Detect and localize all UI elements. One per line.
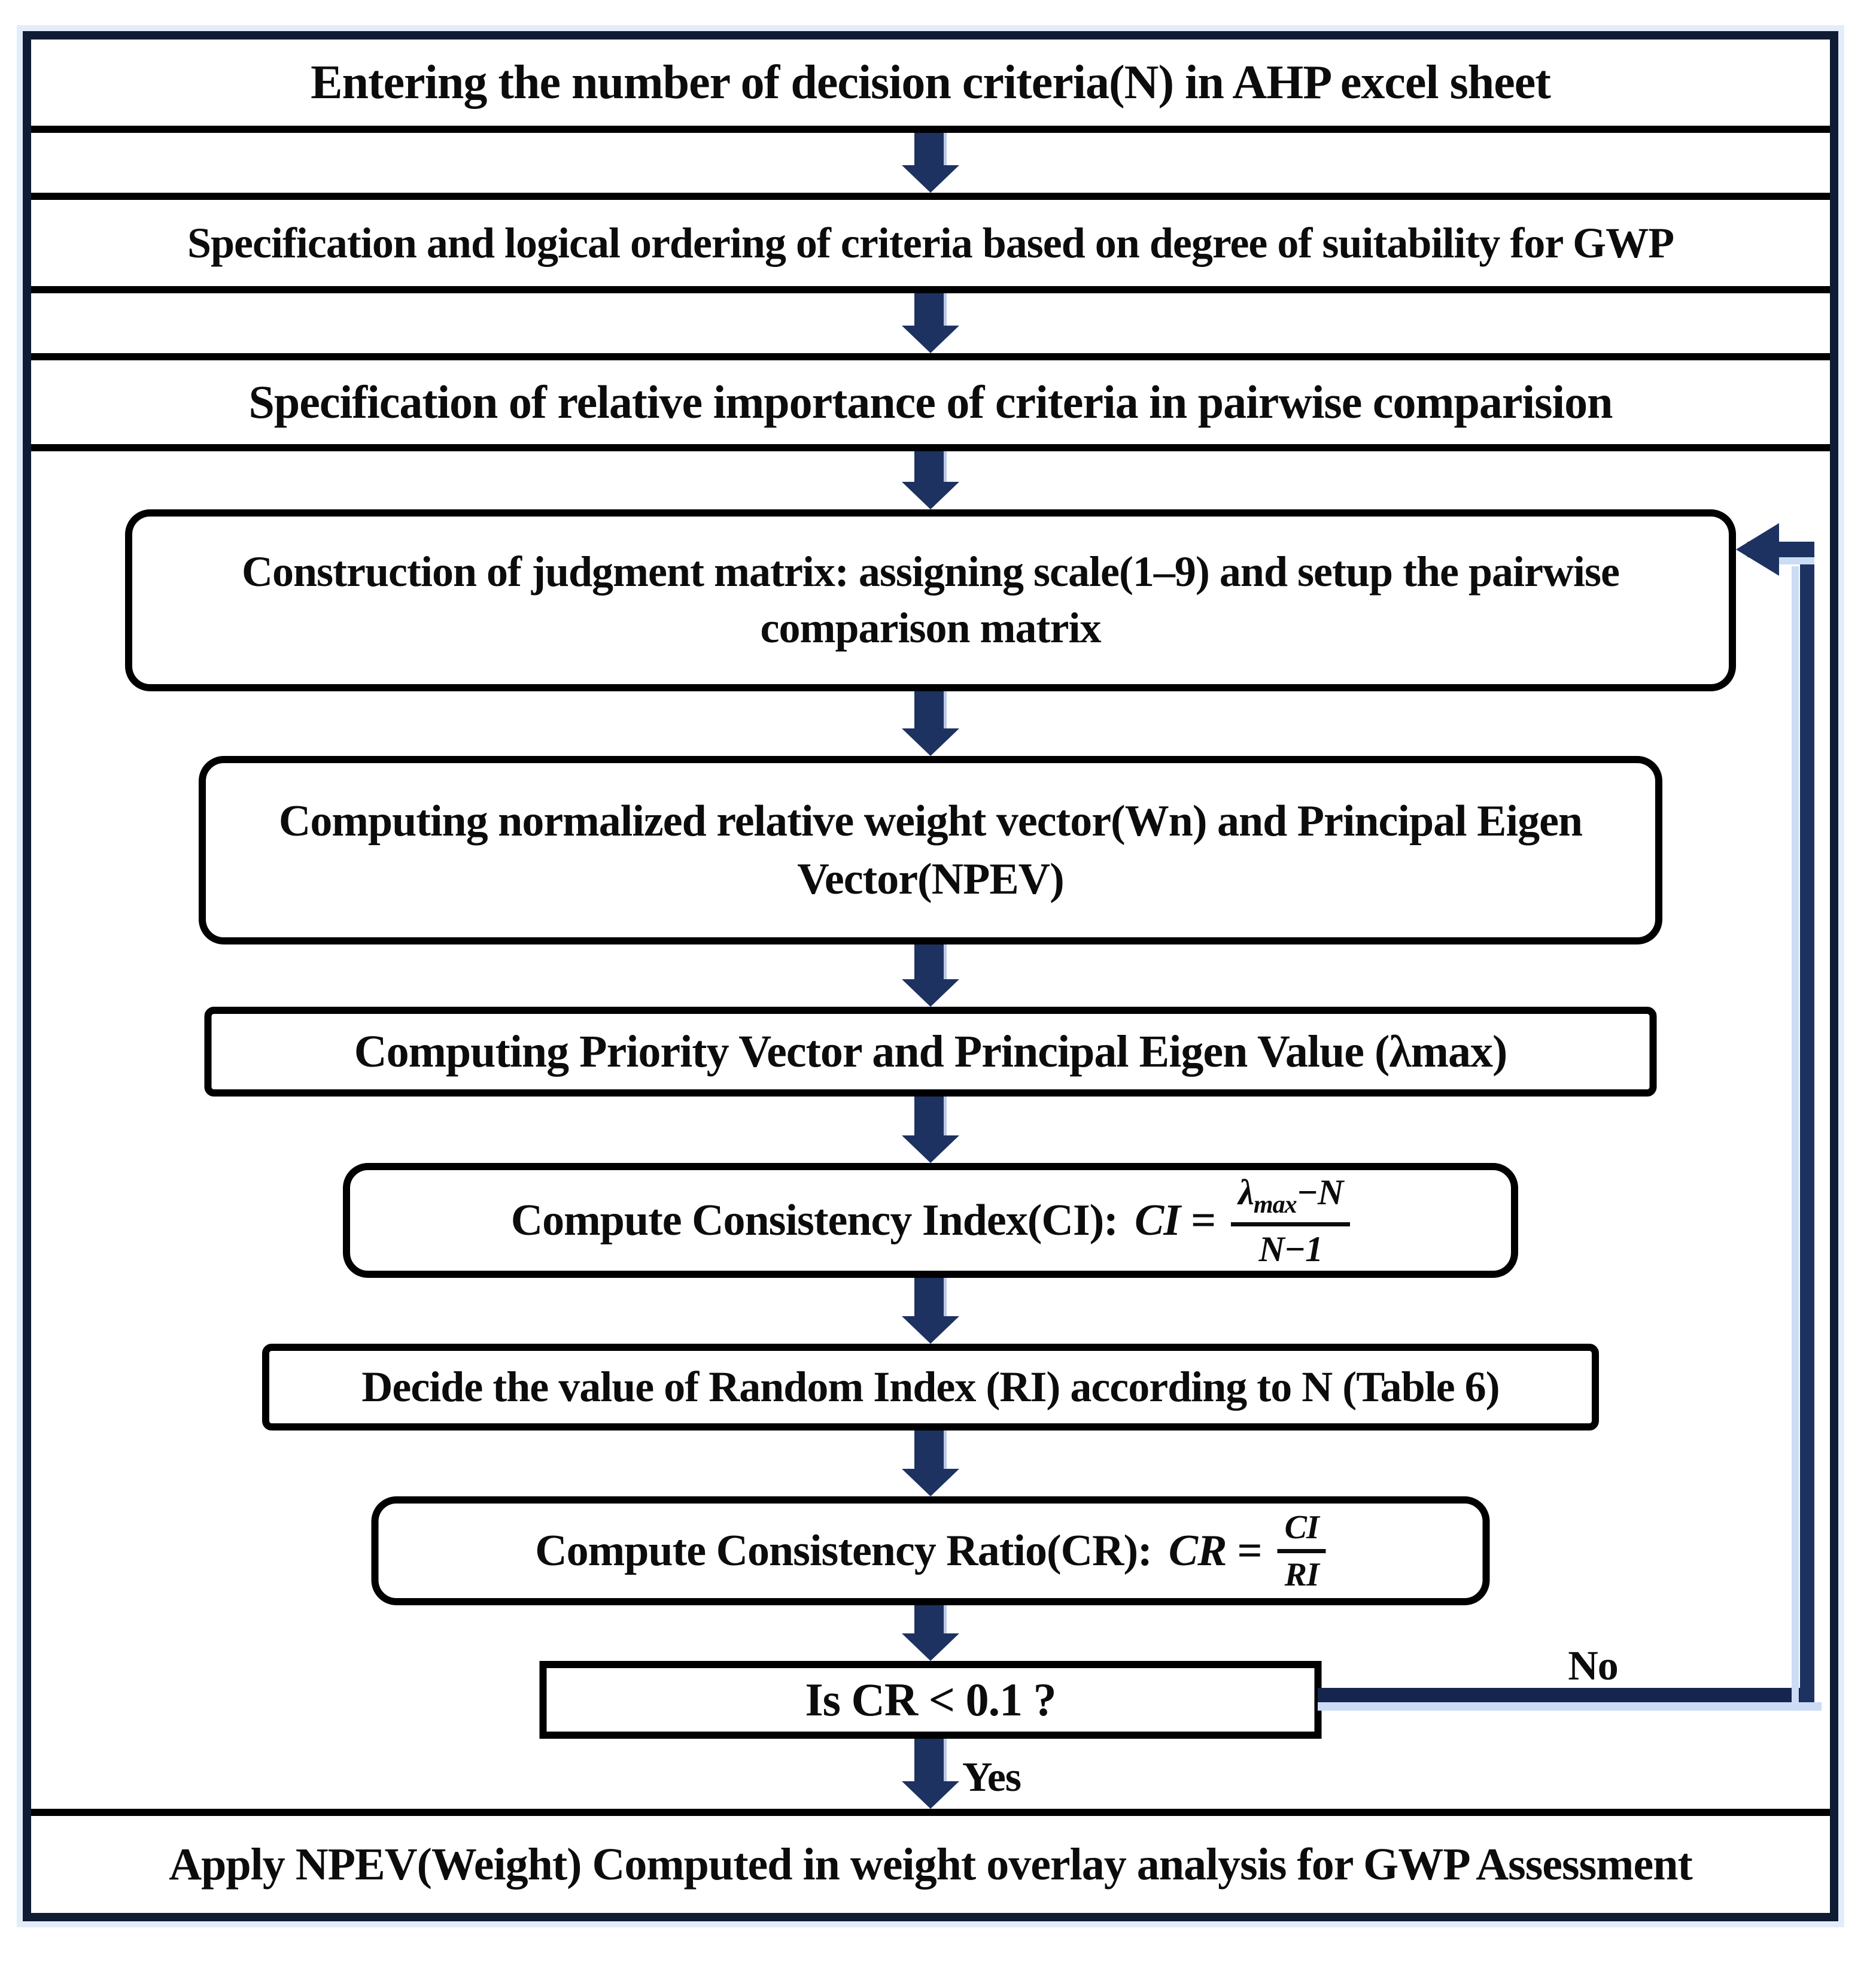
flow-box-judgment-matrix-line1: Construction of judgment matrix: assigni… — [241, 548, 1620, 596]
arrow-down-1 — [901, 133, 960, 193]
lambda-symbol: λ — [1238, 1172, 1254, 1212]
cr-fraction-numerator: CI — [1277, 1511, 1326, 1553]
no-loop-arrow-head-icon — [1736, 523, 1779, 576]
ci-fraction: λmax−N N−1 — [1231, 1172, 1351, 1269]
flow-decision-cr-check: Is CR < 0.1 ? — [539, 1661, 1322, 1739]
flow-box-weight-vector: Computing normalized relative weight vec… — [199, 756, 1662, 944]
arrow-down-4 — [901, 691, 960, 756]
no-loop-vertical-segment — [1800, 542, 1814, 1702]
flow-box-judgment-matrix: Construction of judgment matrix: assigni… — [125, 509, 1736, 691]
arrow-shaft — [914, 1431, 947, 1469]
flow-box-random-index: Decide the value of Random Index (RI) ac… — [262, 1344, 1599, 1431]
arrow-down-3 — [901, 451, 960, 509]
arrow-head-icon — [902, 1633, 959, 1661]
flow-step-specify-ordering: Specification and logical ordering of cr… — [31, 200, 1830, 286]
flow-step-relative-importance: Specification of relative importance of … — [31, 360, 1830, 444]
arrow-shaft — [914, 1278, 947, 1316]
arrow-shaft — [914, 133, 947, 165]
arrow-head-icon — [902, 1781, 959, 1809]
flow-box-weight-vector-line1: Computing normalized relative weight vec… — [278, 797, 1583, 846]
arrow-down-9 — [901, 1605, 960, 1661]
cr-formula: Compute Consistency Ratio(CR): CR = CI R… — [535, 1511, 1326, 1592]
yes-branch-label: Yes — [962, 1754, 1021, 1800]
arrow-head-icon — [902, 482, 959, 509]
arrow-shaft — [914, 1605, 947, 1633]
separator-line-6 — [31, 1809, 1830, 1816]
arrow-head-icon — [902, 979, 959, 1007]
separator-line-1 — [31, 126, 1830, 133]
arrow-shaft — [914, 451, 947, 482]
flow-box-judgment-matrix-line2: comparison matrix — [760, 604, 1102, 652]
arrow-head-icon — [902, 1469, 959, 1496]
flow-box-priority-vector: Computing Priority Vector and Principal … — [204, 1007, 1657, 1097]
flow-box-priority-vector-label: Computing Priority Vector and Principal … — [354, 1026, 1508, 1077]
cr-equals-sign: = — [1237, 1526, 1262, 1575]
flow-step-relative-importance-label: Specification of relative importance of … — [248, 376, 1613, 428]
arrow-shaft — [914, 1739, 947, 1781]
ci-formula-label: Compute Consistency Index(CI): — [510, 1195, 1118, 1245]
no-loop-bottom-highlight — [1318, 1702, 1822, 1711]
lambda-subscript: max — [1253, 1190, 1297, 1219]
ci-formula: Compute Consistency Index(CI): CI = λmax… — [511, 1174, 1351, 1267]
arrow-head-icon — [902, 728, 959, 756]
arrow-down-8 — [901, 1431, 960, 1496]
flow-step-enter-criteria-label: Entering the number of decision criteria… — [311, 56, 1551, 109]
flow-decision-cr-check-label: Is CR < 0.1 ? — [805, 1674, 1056, 1726]
arrow-down-7 — [901, 1278, 960, 1344]
flow-box-random-index-label: Decide the value of Random Index (RI) ac… — [361, 1363, 1500, 1411]
cr-variable: CR — [1168, 1526, 1227, 1575]
arrow-shaft — [914, 1097, 947, 1135]
arrow-shaft — [914, 293, 947, 326]
separator-line-4 — [31, 353, 1830, 360]
arrow-down-yes — [901, 1739, 960, 1809]
ci-equals-sign: = — [1191, 1195, 1216, 1245]
flow-step-enter-criteria: Entering the number of decision criteria… — [31, 40, 1830, 126]
separator-line-5 — [31, 444, 1830, 451]
arrow-head-icon — [902, 1135, 959, 1163]
arrow-head-icon — [902, 326, 959, 353]
flow-step-apply-npev-label: Apply NPEV(Weight) Computed in weight ov… — [169, 1839, 1693, 1890]
arrow-head-icon — [902, 165, 959, 193]
flow-step-specify-ordering-label: Specification and logical ordering of cr… — [187, 218, 1674, 267]
no-loop-top-highlight — [1778, 557, 1814, 564]
cr-fraction-denominator: RI — [1284, 1556, 1319, 1593]
arrow-shaft — [914, 691, 947, 728]
no-loop-bottom-segment — [1318, 1688, 1814, 1702]
flow-box-weight-vector-line2: Vector(NPEV) — [797, 854, 1065, 904]
arrow-down-2 — [901, 293, 960, 353]
no-branch-label: No — [1568, 1643, 1619, 1689]
separator-line-3 — [31, 286, 1830, 293]
ci-fraction-denominator: N−1 — [1258, 1229, 1323, 1269]
arrow-down-5 — [901, 944, 960, 1007]
flow-step-apply-npev: Apply NPEV(Weight) Computed in weight ov… — [31, 1816, 1830, 1913]
cr-formula-label: Compute Consistency Ratio(CR): — [535, 1526, 1153, 1575]
flowchart-outer-frame: Entering the number of decision criteria… — [23, 31, 1838, 1921]
no-loop-vertical-highlight — [1792, 566, 1799, 1702]
separator-line-2 — [31, 193, 1830, 200]
flow-box-consistency-ratio: Compute Consistency Ratio(CR): CR = CI R… — [371, 1496, 1490, 1605]
ci-fraction-numerator: λmax−N — [1231, 1172, 1351, 1226]
ci-numerator-tail: −N — [1296, 1172, 1344, 1212]
cr-fraction: CI RI — [1277, 1511, 1326, 1593]
ci-variable: CI — [1134, 1195, 1181, 1245]
flow-box-consistency-index: Compute Consistency Index(CI): CI = λmax… — [343, 1163, 1518, 1278]
arrow-head-icon — [902, 1316, 959, 1344]
arrow-shaft — [914, 944, 947, 979]
arrow-down-6 — [901, 1097, 960, 1163]
